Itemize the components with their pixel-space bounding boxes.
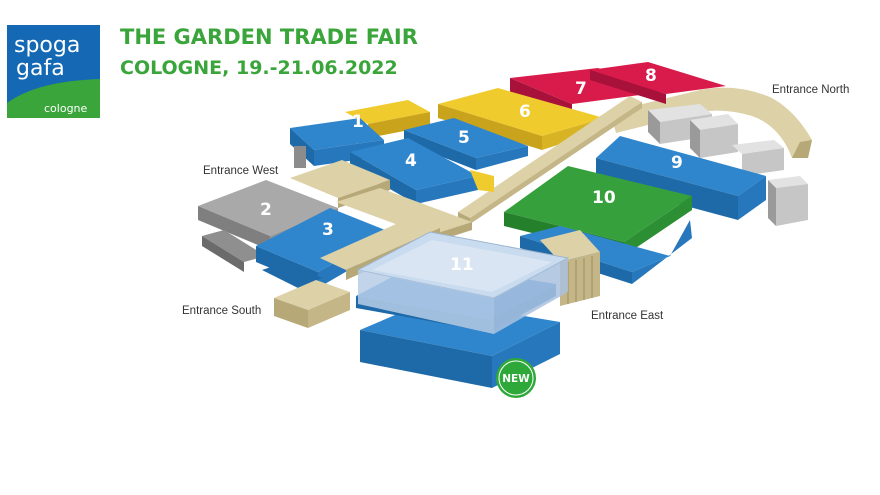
entrance-east-label: Entrance East	[591, 310, 664, 322]
logo-line-1: spoga	[14, 33, 80, 58]
west-walkways	[290, 160, 472, 244]
hall-3-label: 3	[322, 220, 334, 240]
hall-6-label: 6	[519, 102, 531, 122]
entrance-east-building	[540, 230, 600, 306]
new-badge: NEW	[496, 358, 536, 398]
page-subtitle: COLOGNE, 19.-21.06.2022	[120, 57, 398, 79]
hall-10-label: 10	[592, 188, 616, 208]
hall-9-label: 9	[671, 153, 683, 173]
hall-5[interactable]	[404, 118, 528, 170]
logo-line-2: gafa	[16, 56, 65, 81]
service-blocks	[648, 104, 808, 226]
hall-9[interactable]	[596, 136, 766, 220]
entrance-north-building	[610, 87, 812, 158]
hall-2-label: 2	[260, 200, 272, 220]
entrance-west-label: Entrance West	[203, 165, 279, 177]
hall-4-label: 4	[405, 151, 417, 171]
entrance-south-label: Entrance South	[182, 305, 261, 317]
new-badge-text: NEW	[502, 373, 530, 385]
logo-line-3: cologne	[44, 102, 88, 115]
hall-11-label: 11	[450, 255, 474, 275]
hall-8-label: 8	[645, 66, 657, 86]
spoga-gafa-logo: spoga gafa cologne	[7, 25, 100, 118]
entrance-north-label: Entrance North	[772, 84, 849, 96]
hall-7-label: 7	[575, 79, 587, 99]
hall-1[interactable]	[290, 100, 430, 168]
hall-11[interactable]	[356, 231, 570, 388]
hall-8[interactable]	[590, 62, 726, 104]
hall-1-label: 1	[352, 112, 364, 132]
page-title: THE GARDEN TRADE FAIR	[120, 25, 418, 49]
hall-5-label: 5	[458, 128, 470, 148]
